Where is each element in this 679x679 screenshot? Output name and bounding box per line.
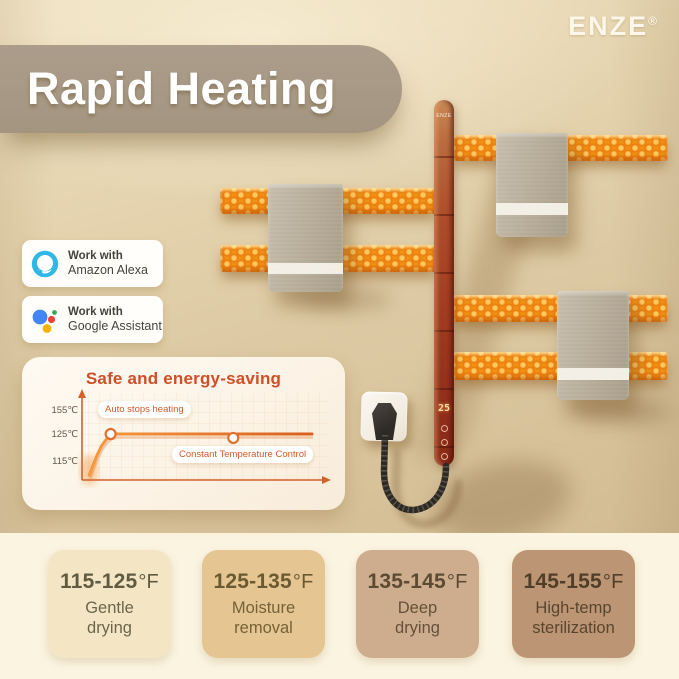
safety-chart-panel: Safe and energy-saving 155℃ 125℃ 115℃ Au… [22,357,345,510]
curve-markers [104,427,240,445]
towel-shadow [300,288,390,310]
amazon-alexa-icon [31,250,59,277]
timer-icon [440,439,448,446]
annotation-constant-temp: Constant Temperature Control [172,446,314,463]
towel-shadow [575,398,670,424]
heat-mode-icon [440,453,448,460]
badge-line1: Work with [68,249,123,262]
temp-unit: °F [446,571,468,593]
temp-value: 125-135 [213,570,292,593]
temp-range: 125-135°F [213,570,313,593]
badge-line2: Google Assistant [68,318,162,333]
towel-left [268,184,343,292]
y-axis-arrow [78,389,86,398]
registered-mark: ® [648,14,657,28]
temp-value: 145-155 [523,570,602,593]
temp-value: 135-145 [367,570,446,593]
temp-unit: °F [602,571,624,593]
y-tick-125: 125℃ [51,429,78,440]
alexa-badge: Work with Amazon Alexa [22,240,163,287]
towel-stripe [496,203,568,215]
curve-shadow [89,436,313,480]
brand-logo-text: ENZE [568,11,649,41]
temp-range: 115-125°F [60,570,159,593]
badge-text: Work with Google Assistant [68,306,162,334]
temp-range: 135-145°F [367,570,467,593]
annotation-auto-stop: Auto stops heating [98,401,191,418]
y-tick-115: 115℃ [52,456,78,467]
towel-stripe [557,368,629,380]
temp-unit: °F [292,571,314,593]
temperature-display: 25 [437,403,451,414]
device-controls [434,418,454,460]
temp-card-high-temp-sterilization: 145-155°F High-temp sterilization [512,550,635,658]
y-tick-155: 155℃ [51,405,78,416]
temp-range: 145-155°F [523,570,623,593]
headline-banner: Rapid Heating [0,45,402,133]
temp-label: Deep drying [395,599,440,637]
x-axis-arrow [322,476,331,484]
page-title: Rapid Heating [27,63,337,114]
temp-card-gentle-drying: 115-125°F Gentle drying [48,550,171,658]
temp-label: Moisture removal [231,599,296,637]
badge-text: Work with Amazon Alexa [68,250,148,278]
chart-title: Safe and energy-saving [85,369,282,388]
google-assistant-badge: Work with Google Assistant [22,296,163,343]
towel-warmer-pole: ENZE 25 [434,100,454,466]
temp-card-moisture-removal: 125-135°F Moisture removal [202,550,325,658]
coiled-cable [380,431,462,528]
google-assistant-icon [32,309,57,333]
temp-card-deep-drying: 135-145°F Deep drying [356,550,479,658]
pole-brand-label: ENZE [436,113,452,119]
towel-right-top [496,133,568,237]
temp-unit: °F [138,571,159,593]
temp-label: High-temp sterilization [532,599,615,637]
temp-value: 115-125 [60,570,138,593]
towel-right-bottom [557,291,629,400]
temp-label: Gentle drying [85,599,134,637]
towel-stripe [268,263,343,274]
badge-line2: Amazon Alexa [68,262,148,277]
power-icon [440,425,448,432]
brand-logo: ENZE® [568,11,657,42]
temperature-modes-band: 115-125°F Gentle drying 125-135°F Moistu… [0,533,679,679]
badge-line1: Work with [68,305,123,318]
